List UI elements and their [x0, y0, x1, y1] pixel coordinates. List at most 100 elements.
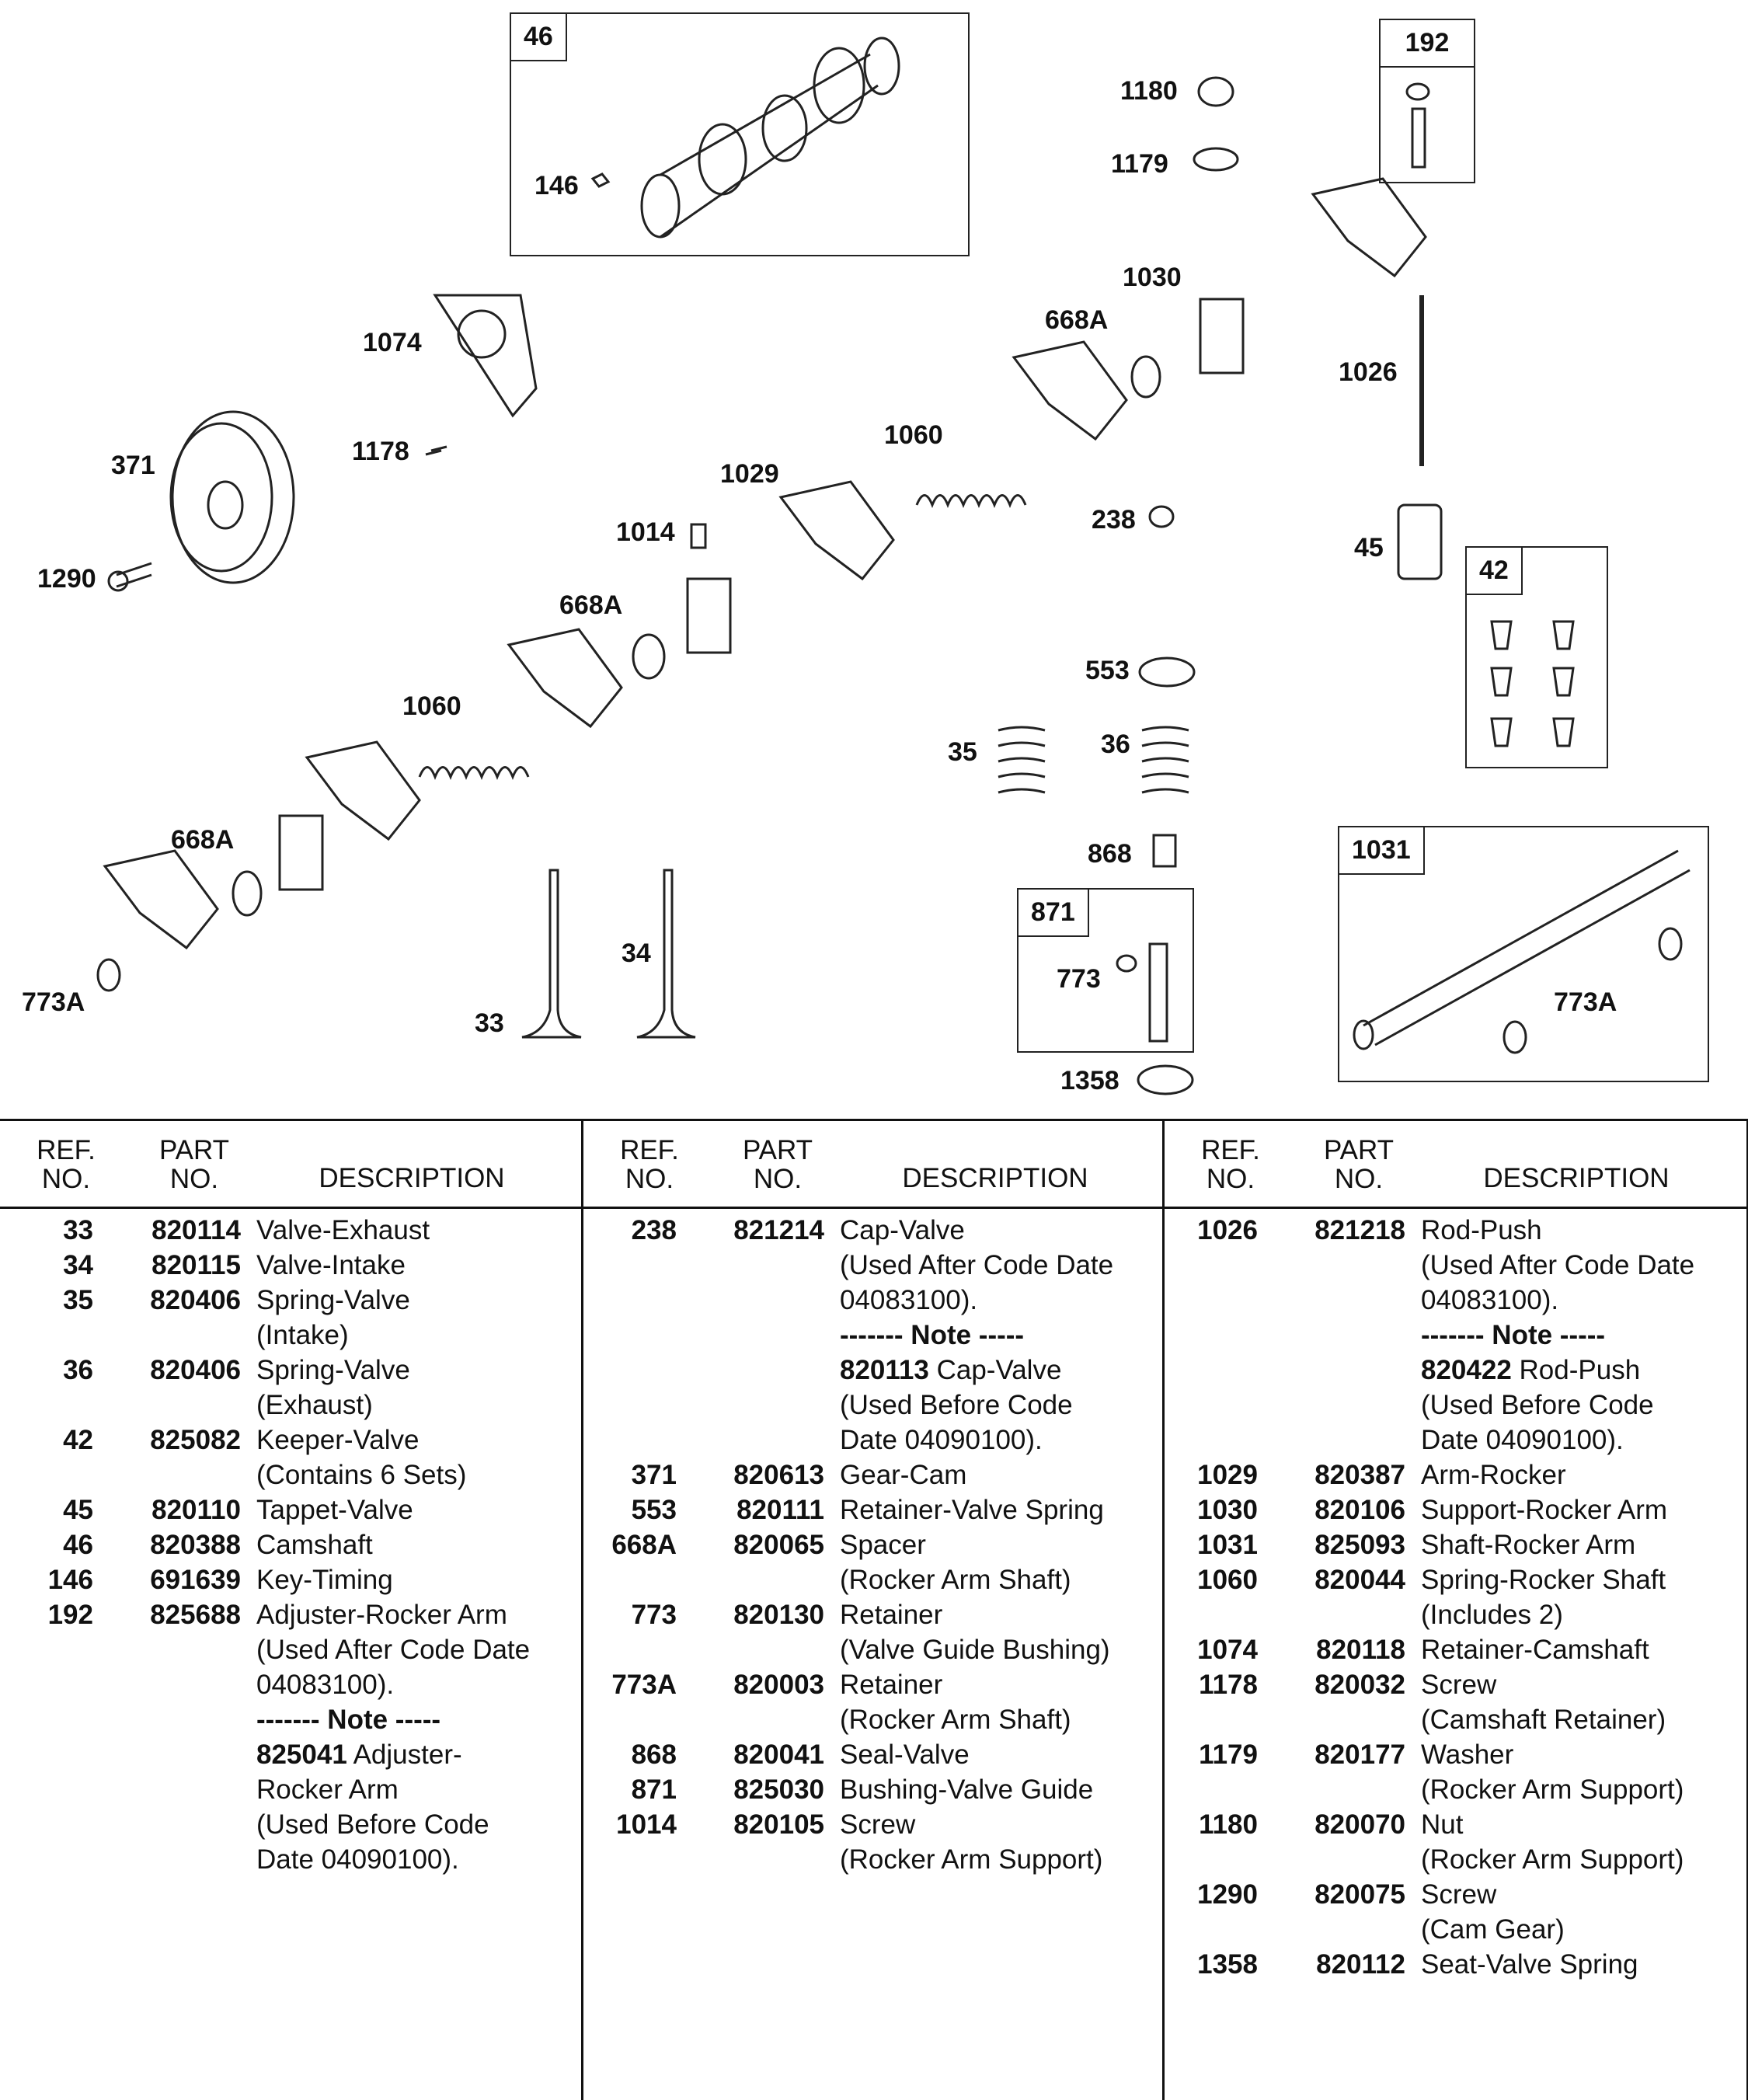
- part-number: 820112: [1316, 1949, 1405, 1980]
- part-description: ------- Note -----: [1421, 1320, 1606, 1350]
- part-description: (Used Before Code: [840, 1390, 1073, 1420]
- callout-45: 45: [1354, 533, 1384, 562]
- callout-1074: 1074: [363, 328, 422, 357]
- ref-number: 1029: [1197, 1460, 1258, 1490]
- header-description: DESCRIPTION: [902, 1163, 1088, 1193]
- part-number: 825082: [150, 1425, 241, 1455]
- table-row: (Used After Code Date: [0, 1632, 583, 1667]
- exhaust-valve: [521, 869, 582, 1039]
- part-description: 04083100).: [256, 1670, 395, 1700]
- part-description: Arm-Rocker: [1421, 1460, 1566, 1490]
- part-number: 820003: [733, 1670, 824, 1700]
- header-ref: REF. NO.: [1201, 1135, 1260, 1194]
- part-description: (Camshaft Retainer): [1421, 1705, 1666, 1735]
- table-row: (Valve Guide Bushing): [583, 1632, 1166, 1667]
- table-row: Rocker Arm: [0, 1772, 583, 1807]
- valve-spring-36: [1141, 726, 1189, 794]
- part-description: Seal-Valve: [840, 1740, 970, 1770]
- table-row: Date 04090100).: [583, 1423, 1166, 1457]
- part-number: 820065: [733, 1530, 824, 1560]
- part-description: Tappet-Valve: [256, 1495, 413, 1525]
- table-row: 04083100).: [583, 1283, 1166, 1318]
- part-number: 820130: [733, 1600, 824, 1630]
- callout-1060-top: 1060: [884, 420, 943, 450]
- part-description: Adjuster-Rocker Arm: [256, 1600, 507, 1630]
- callout-1026: 1026: [1339, 357, 1398, 387]
- part-description: (Includes 2): [1421, 1600, 1563, 1630]
- part-description: Date 04090100).: [1421, 1425, 1624, 1455]
- part-number: 820115: [151, 1250, 241, 1280]
- table-row: (Used Before Code: [583, 1388, 1166, 1423]
- callout-1031: 1031: [1339, 827, 1425, 875]
- part-number: 825030: [733, 1774, 824, 1805]
- part-description: (Used Before Code: [1421, 1390, 1654, 1420]
- part-description: (Used Before Code: [256, 1809, 489, 1840]
- ref-number: 1030: [1197, 1495, 1258, 1525]
- cam-gear-drawing: [169, 410, 295, 584]
- ref-number: 1179: [1199, 1740, 1258, 1770]
- ref-number: 33: [63, 1215, 93, 1245]
- callout-146: 146: [534, 171, 579, 200]
- callout-668A-mid: 668A: [559, 590, 623, 620]
- ref-number: 46: [63, 1530, 93, 1560]
- header-description: DESCRIPTION: [1483, 1163, 1670, 1193]
- part-number: 820041: [733, 1740, 824, 1770]
- part-number: 820387: [1314, 1460, 1405, 1490]
- part-description: Nut: [1421, 1809, 1464, 1840]
- ref-number: 1358: [1197, 1949, 1258, 1980]
- callout-33: 33: [475, 1008, 504, 1038]
- ref-number: 1290: [1197, 1879, 1258, 1910]
- table-row: (Rocker Arm Support): [1165, 1842, 1748, 1877]
- part-description: 820422 Rod-Push: [1421, 1355, 1641, 1385]
- part-number: 691639: [150, 1565, 241, 1595]
- table-row: (Intake): [0, 1318, 583, 1353]
- callout-46: 46: [511, 14, 567, 61]
- table-row: (Includes 2): [1165, 1597, 1748, 1632]
- part-description: (Used After Code Date: [256, 1635, 531, 1665]
- part-description: (Rocker Arm Support): [1421, 1844, 1684, 1875]
- part-description: Retainer-Valve Spring: [840, 1495, 1104, 1525]
- table-row: 1029 820387 Arm-Rocker: [1165, 1457, 1748, 1492]
- part-number: 821214: [733, 1215, 824, 1245]
- part-description: Rod-Push: [1421, 1215, 1542, 1245]
- table-row: ------- Note -----: [1165, 1318, 1748, 1353]
- table-row: 820422 Rod-Push: [1165, 1353, 1748, 1388]
- table-row: Date 04090100).: [1165, 1423, 1748, 1457]
- table-row: ------- Note -----: [583, 1318, 1166, 1353]
- rocker-arm-3: [507, 628, 623, 729]
- table-row: (Used Before Code: [1165, 1388, 1748, 1423]
- part-description: (Exhaust): [256, 1390, 373, 1420]
- table-header: REF. NO. PART NO. DESCRIPTION: [0, 1129, 583, 1209]
- ref-number: 238: [631, 1215, 677, 1245]
- rocker-arm-4: [778, 480, 895, 581]
- parts-illustration: [96, 37, 1691, 1095]
- ref-number: 45: [63, 1495, 93, 1525]
- part-description: Keeper-Valve: [256, 1425, 420, 1455]
- callout-668A-bottom: 668A: [171, 825, 235, 855]
- keeper-box: 42: [1465, 546, 1608, 768]
- table-row: (Rocker Arm Support): [583, 1842, 1166, 1877]
- part-description: (Contains 6 Sets): [256, 1460, 467, 1490]
- header-part: PART NO.: [742, 1135, 813, 1194]
- header-part: PART NO.: [1323, 1135, 1395, 1194]
- part-description: (Rocker Arm Shaft): [840, 1705, 1071, 1735]
- ref-number: 146: [47, 1565, 93, 1595]
- part-number: 825093: [1314, 1530, 1405, 1560]
- part-number: 820070: [1314, 1809, 1405, 1840]
- alt-part-number: 825041: [256, 1740, 347, 1770]
- callout-34: 34: [622, 939, 651, 968]
- alt-part-number: 820422: [1421, 1355, 1512, 1385]
- screw-1290-drawing: [116, 562, 152, 588]
- callout-35: 35: [948, 737, 977, 767]
